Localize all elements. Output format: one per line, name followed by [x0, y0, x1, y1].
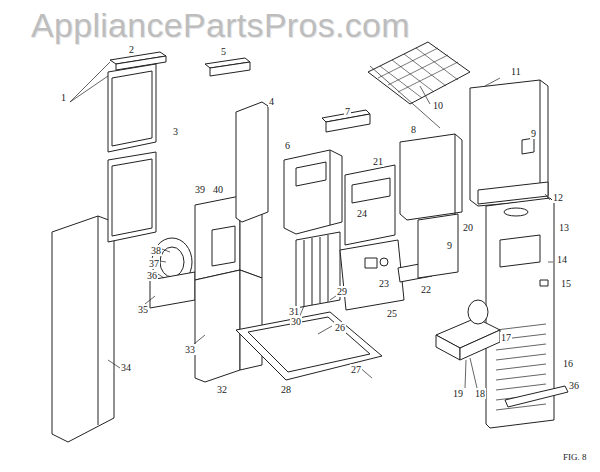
callout-number: 11	[510, 66, 522, 77]
callout-number: 2	[128, 44, 135, 55]
callout-number: 29	[336, 286, 348, 297]
callout-number: 37	[148, 258, 160, 269]
callout-number: 40	[212, 184, 224, 195]
callout-number: 12	[552, 192, 564, 203]
callout-number: 22	[420, 284, 432, 295]
callout-number: 3	[172, 126, 179, 137]
callout-number: 6	[284, 140, 291, 151]
callout-number: 9	[530, 128, 537, 139]
callout-number: 23	[378, 278, 390, 289]
callout-number: 18	[474, 388, 486, 399]
callout-number: 19	[452, 388, 464, 399]
callout-number: 14	[556, 254, 568, 265]
callout-number: 38	[150, 245, 162, 256]
callout-number: 28	[280, 384, 292, 395]
callout-number: 17	[500, 332, 512, 343]
callout-number: 33	[184, 344, 196, 355]
callout-number: 36	[146, 270, 158, 281]
figure-number: FIG. 8	[562, 452, 588, 463]
callout-number: 32	[216, 384, 228, 395]
callout-number: 27	[350, 364, 362, 375]
callout-number: 9	[446, 240, 453, 251]
callout-number: 4	[268, 96, 275, 107]
callout-number: 5	[220, 46, 227, 57]
callout-number: 31	[288, 306, 300, 317]
callout-number: 24	[356, 208, 368, 219]
callout-number: 15	[560, 278, 572, 289]
callout-number: 39	[194, 184, 206, 195]
watermark: AppliancePartsPros.com	[30, 6, 411, 44]
callout-number: 36	[568, 380, 580, 391]
callout-number: 26	[334, 322, 346, 333]
callout-number: 16	[562, 358, 574, 369]
callout-number: 7	[344, 106, 351, 117]
callout-number: 1	[60, 92, 67, 103]
callout-number: 25	[386, 308, 398, 319]
callout-number: 35	[137, 304, 149, 315]
callout-number: 13	[558, 222, 570, 233]
callout-number: 21	[372, 156, 384, 167]
callout-number: 34	[120, 362, 132, 373]
callout-number: 10	[432, 100, 444, 111]
callout-number: 30	[290, 316, 302, 327]
callout-number: 8	[410, 124, 417, 135]
callout-number: 20	[462, 222, 474, 233]
